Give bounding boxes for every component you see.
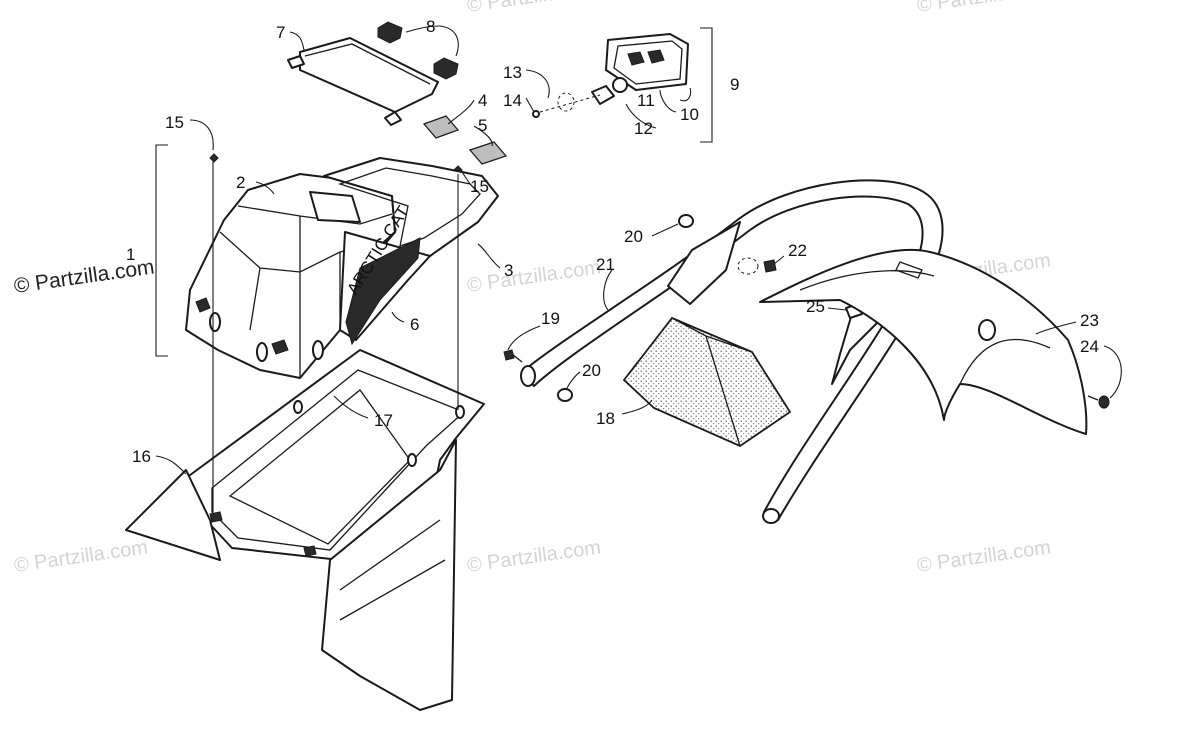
part-14-screw xyxy=(532,94,601,118)
watermark-bottom-right: © Partzilla.com xyxy=(916,536,1053,577)
callout-3: 3 xyxy=(504,261,513,280)
callout-10: 10 xyxy=(680,105,699,124)
assembly-bracket-1 xyxy=(155,144,459,512)
part-11-bulb xyxy=(612,77,628,93)
callout-8: 8 xyxy=(426,17,435,36)
callout-14: 14 xyxy=(503,91,522,110)
callout-18: 18 xyxy=(596,409,615,428)
callout-23: 23 xyxy=(1080,311,1099,330)
watermark-middle-center: © Partzilla.com xyxy=(466,256,603,297)
callout-15-left: 15 xyxy=(165,113,184,132)
assembly-bracket-9 xyxy=(700,27,713,143)
part-18-foam-block xyxy=(622,316,792,448)
callout-6: 6 xyxy=(410,315,419,334)
part-19-screw xyxy=(503,349,523,363)
part-13-gasket xyxy=(557,92,575,112)
callout-24: 24 xyxy=(1080,337,1099,356)
callout-17: 17 xyxy=(374,411,393,430)
callout-13: 13 xyxy=(503,63,522,82)
callout-11: 11 xyxy=(637,91,655,110)
part-7-cover-plate xyxy=(287,37,439,126)
callout-16: 16 xyxy=(132,447,151,466)
part-5-pad xyxy=(468,141,508,165)
part-4-pad xyxy=(422,115,460,139)
callout-7: 7 xyxy=(276,23,285,42)
part-8-clips xyxy=(377,21,459,80)
callout-5: 5 xyxy=(478,116,487,135)
callout-19: 19 xyxy=(541,309,560,328)
callout-20-bottom: 20 xyxy=(582,361,601,380)
watermark-top-center: © Partzilla.com xyxy=(466,0,603,17)
callout-22: 22 xyxy=(788,241,807,260)
part-10-taillight-housing xyxy=(605,33,689,91)
part-23-rear-fender xyxy=(759,248,1088,435)
callout-15-right: 15 xyxy=(470,177,489,196)
callout-12: 12 xyxy=(634,119,653,138)
callout-20-top: 20 xyxy=(624,227,643,246)
watermark-bottom-center: © Partzilla.com xyxy=(466,536,603,577)
callout-4: 4 xyxy=(478,91,487,110)
watermark-bottom-left: © Partzilla.com xyxy=(13,536,150,577)
part-12-socket xyxy=(591,85,615,105)
part-24-screw xyxy=(1087,395,1110,409)
part-16-storage-tray xyxy=(125,349,485,711)
callout-2: 2 xyxy=(236,173,245,192)
callout-25: 25 xyxy=(806,297,825,316)
callout-9: 9 xyxy=(730,75,739,94)
part-20-nuts xyxy=(557,214,694,402)
callout-1: 1 xyxy=(126,245,135,264)
part-22-bolt xyxy=(737,257,777,275)
watermark-top-right: © Partzilla.com xyxy=(916,0,1053,17)
leader-lines xyxy=(155,25,1122,475)
callouts: 1 2 3 4 5 6 7 8 9 10 11 12 13 14 15 15 1… xyxy=(126,17,1099,466)
callout-21: 21 xyxy=(596,255,615,274)
